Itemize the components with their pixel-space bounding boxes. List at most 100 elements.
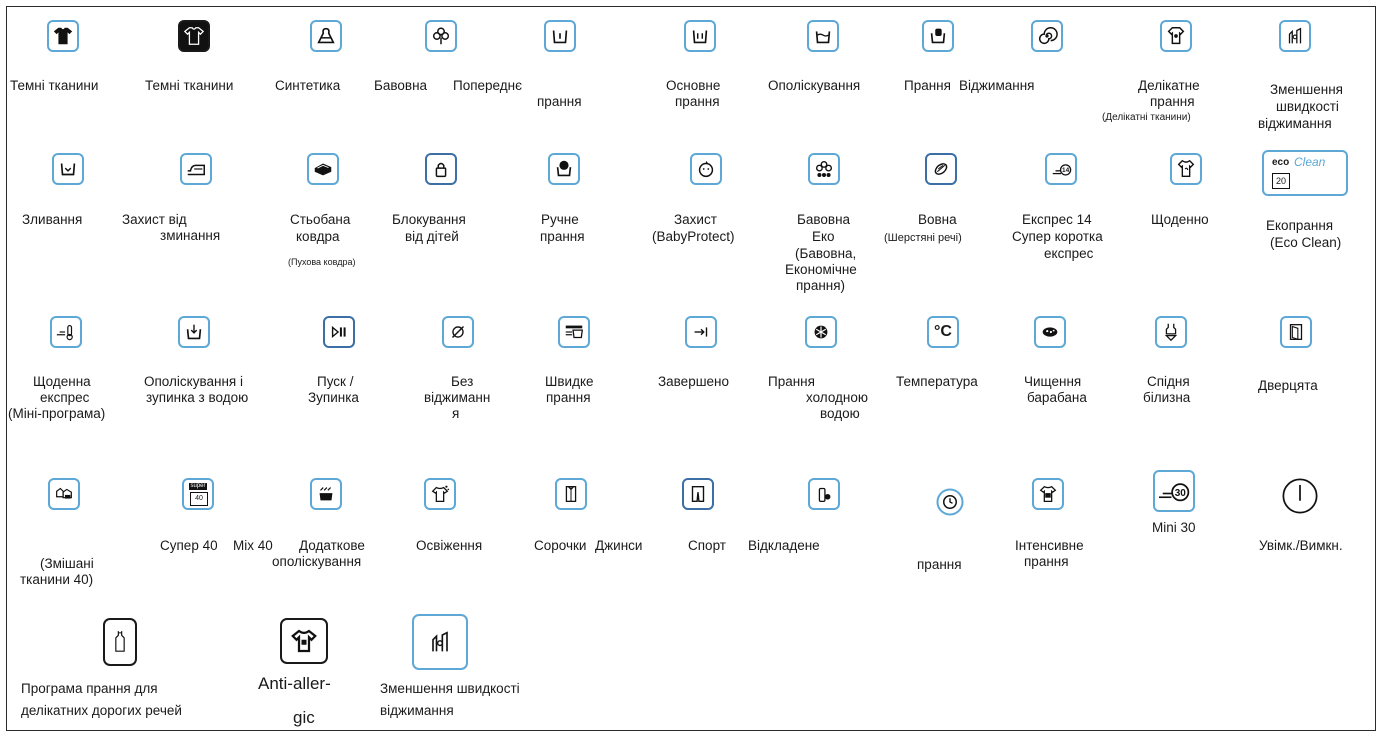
cold-wash-snowflake-icon [805, 316, 837, 348]
label-temperature: Температура [896, 374, 978, 389]
label-delicate-2: прання [1150, 94, 1195, 109]
label-duvet-3: (Пухова ковдра) [288, 257, 356, 267]
quick-wash-icon [558, 316, 590, 348]
label-finished: Завершено [658, 374, 730, 389]
label-dailyexpress-2: експрес [40, 390, 90, 405]
temperature-icon: °C [927, 316, 959, 348]
label-nospin-2: віджиманн [424, 390, 491, 405]
label-delayed: Відкладене [748, 538, 820, 553]
label-cottoneco-1: Бавовна [797, 212, 851, 227]
label-prewash-1: Попереднє [453, 78, 522, 93]
synthetics-icon [310, 20, 342, 52]
label-reduce-spin-1: Зменшення [1270, 82, 1343, 97]
start-pause-icon [323, 316, 355, 348]
label-antiallergic-2: gic [293, 708, 315, 727]
label-ecoclean-2: (Eco Clean) [1270, 235, 1342, 250]
label-intensive-1: Інтенсивне [1015, 538, 1084, 553]
rinse-tub-icon [807, 20, 839, 52]
label-rinsehold-2: зупинка з водою [146, 390, 249, 405]
cotton-eco-icon [808, 153, 840, 185]
label-refresh: Освіження [416, 538, 483, 553]
daily-express-thermometer-icon [50, 316, 82, 348]
label-shirts: Сорочки [534, 538, 587, 553]
label-cottoneco-5: прання) [796, 278, 846, 293]
mini-30-number: 30 [1175, 488, 1187, 499]
label-wash: Прання [904, 78, 951, 93]
timer-clock-icon [934, 486, 966, 518]
label-coldwash-3: водою [820, 406, 860, 421]
daily-garment-icon [1170, 153, 1202, 185]
wool-yarn-icon [925, 153, 957, 185]
label-dailyexpress-3: (Міні-програма) [8, 406, 106, 421]
label-express14-3: експрес [1044, 246, 1094, 261]
label-sport: Спорт [688, 538, 726, 553]
label-precious-1: Програма прання для [21, 681, 158, 696]
dark-tshirt-icon [47, 20, 79, 52]
label-super40: Супер 40 [160, 538, 218, 553]
eco-clean-number: 20 [1272, 173, 1290, 189]
power-onoff-icon [1280, 476, 1320, 516]
label-cottoneco-4: Економічне [785, 262, 857, 277]
drain-tub-icon [52, 153, 84, 185]
label-daily: Щоденно [1151, 212, 1209, 227]
dark-shirt-outline-icon [178, 20, 210, 52]
symbol-table-frame [6, 6, 1376, 731]
label-onoff: Увімк./Вимкн. [1259, 538, 1343, 553]
label-mainwash-1: Основне [666, 78, 721, 93]
label-cottoneco-3: (Бавовна, [795, 246, 857, 261]
label-antiallergic-1: Anti-aller- [258, 674, 331, 693]
anti-allergic-shirt-icon [280, 618, 328, 664]
label-babyprotect-1: Захист [674, 212, 717, 227]
label-jeans: Джинси [595, 538, 643, 553]
label-ecoclean-1: Екопрання [1266, 218, 1334, 233]
label-nospin-1: Без [451, 374, 474, 389]
mixed-fabrics-40-icon [48, 478, 80, 510]
spin-spiral-icon [1031, 20, 1063, 52]
label-startpause-1: Пуск / [317, 374, 354, 389]
label-handwash-2: прання [540, 229, 585, 244]
label-underwear-2: білизна [1143, 390, 1191, 405]
label-coldwash-2: холодною [806, 390, 869, 405]
label-precious-2: делікатних дорогих речей [21, 703, 182, 718]
label-drumclean-1: Чищення [1024, 374, 1082, 389]
delicate-garment-icon [1160, 20, 1192, 52]
label-spin: Віджимання [959, 78, 1035, 93]
label-wash-timer: прання [917, 557, 962, 572]
label-extrarinse-1: Додаткове [299, 538, 365, 553]
mini-30-icon: 30 [1153, 470, 1195, 512]
label-prewash-2: прання [537, 94, 582, 109]
duvet-icon [307, 153, 339, 185]
refresh-shirt-icon [424, 478, 456, 510]
finished-arrow-icon [685, 316, 717, 348]
childlock-padlock-icon [425, 153, 457, 185]
label-dark-fabrics-1: Темні тканини [10, 78, 99, 93]
eco-clean-word: Clean [1294, 155, 1326, 169]
label-synthetics: Синтетика [275, 78, 341, 93]
anticrease-iron-icon [180, 153, 212, 185]
label-rinse: Ополіскування [768, 78, 861, 93]
prewash-tub-icon [544, 20, 576, 52]
label-duvet-2: ковдра [296, 229, 340, 244]
wash-hand-tub-icon [922, 20, 954, 52]
label-express14-2: Супер коротка [1012, 229, 1103, 244]
label-mini30: Mini 30 [1152, 520, 1196, 535]
label-quickwash-2: прання [546, 390, 591, 405]
label-nospin-3: я [452, 406, 460, 421]
eco-clean-eco-text: eco [1272, 157, 1290, 168]
baby-face-icon [690, 153, 722, 185]
super-40-number: 40 [190, 492, 208, 506]
label-quickwash-1: Швидке [545, 374, 594, 389]
drum-clean-icon [1034, 316, 1066, 348]
door-icon [1280, 316, 1312, 348]
reduce-spin-bottom-icon [412, 614, 468, 670]
express-14-number: 14 [1062, 167, 1070, 174]
underwear-icon [1155, 316, 1187, 348]
label-drumclean-2: барабана [1027, 390, 1087, 405]
label-coldwash-1: Прання [768, 374, 815, 389]
handwash-icon [548, 153, 580, 185]
label-drain: Зливання [22, 212, 83, 227]
temperature-symbol: °C [934, 323, 952, 340]
cotton-flower-icon [425, 20, 457, 52]
label-door: Дверцята [1258, 378, 1318, 393]
eco-clean-icon: eco Clean 20 [1262, 150, 1348, 196]
